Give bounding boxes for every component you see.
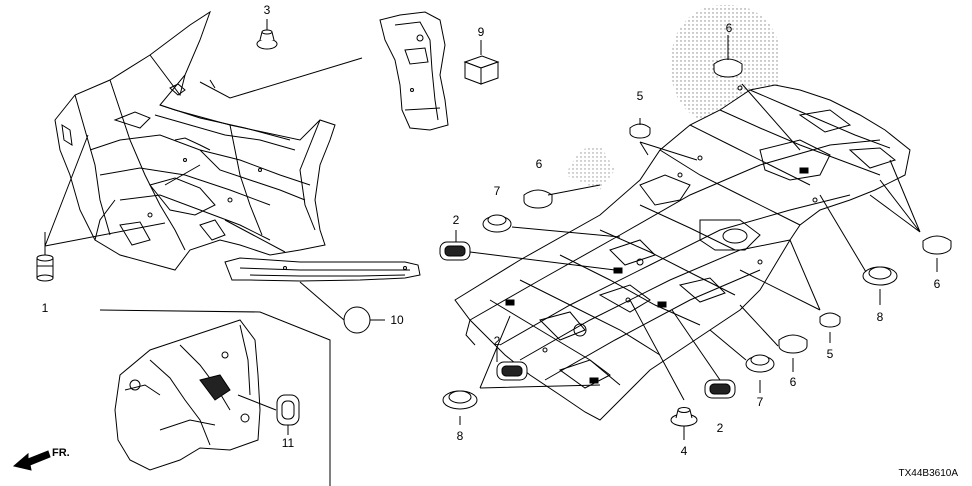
- label-11: 11: [282, 436, 295, 450]
- floor-panel: [454, 5, 911, 421]
- part-2-grommet-a: [439, 241, 471, 261]
- part-8-grommet-b: [862, 266, 898, 286]
- part-2-grommet-b: [496, 361, 528, 381]
- part-7-grommet-b: [745, 354, 775, 373]
- label-2a: 2: [453, 213, 460, 227]
- label-1: 1: [42, 301, 49, 315]
- pillar-part: [379, 11, 449, 131]
- part-7-grommet-a: [482, 214, 512, 233]
- label-7a: 7: [494, 184, 501, 198]
- label-3: 3: [264, 3, 271, 17]
- label-5b: 5: [827, 347, 834, 361]
- part-6-cap-b: [713, 58, 743, 78]
- front-arrow-icon: [12, 450, 51, 471]
- label-6b: 6: [726, 21, 733, 35]
- part-8-grommet-a: [442, 390, 478, 410]
- label-6c: 6: [790, 375, 797, 389]
- part-10-disc: [343, 306, 371, 334]
- label-6a: 6: [536, 157, 543, 171]
- label-9: 9: [478, 25, 485, 39]
- part-4-plug: [670, 407, 698, 427]
- label-7b: 7: [757, 395, 764, 409]
- part-3-plug: [256, 29, 278, 50]
- part-6-cap-c: [778, 334, 808, 354]
- label-6d: 6: [934, 277, 941, 291]
- part-9-pad: [463, 55, 500, 85]
- label-5a: 5: [637, 89, 644, 103]
- callout-labels: 1 3 9 10 11 2 2 2 4 5 5 6 6 6 6 7 7 8 8: [42, 3, 941, 458]
- wheel-housing-inset: [99, 309, 331, 486]
- grommet-parts: [36, 29, 952, 427]
- illustration-code: TX44B3610A: [899, 468, 959, 479]
- part-2-grommet-c: [704, 379, 736, 399]
- part-11-grommet: [276, 394, 300, 426]
- leader-lines: [44, 19, 938, 440]
- part-5-cap-a: [629, 123, 651, 139]
- label-10: 10: [390, 313, 404, 327]
- label-2b: 2: [494, 334, 501, 348]
- label-4: 4: [681, 444, 688, 458]
- front-direction-indicator: FR.: [12, 447, 70, 471]
- part-5-cap-b: [819, 312, 841, 328]
- cross-member-part: [224, 257, 421, 282]
- part-6-cap-a: [523, 189, 553, 209]
- label-8b: 8: [877, 310, 884, 324]
- label-8a: 8: [457, 429, 464, 443]
- part-1-plug: [36, 254, 54, 282]
- front-body-structure: [54, 10, 336, 271]
- label-2c: 2: [717, 421, 724, 435]
- part-6-cap-d: [922, 235, 952, 255]
- front-label: FR.: [52, 447, 70, 459]
